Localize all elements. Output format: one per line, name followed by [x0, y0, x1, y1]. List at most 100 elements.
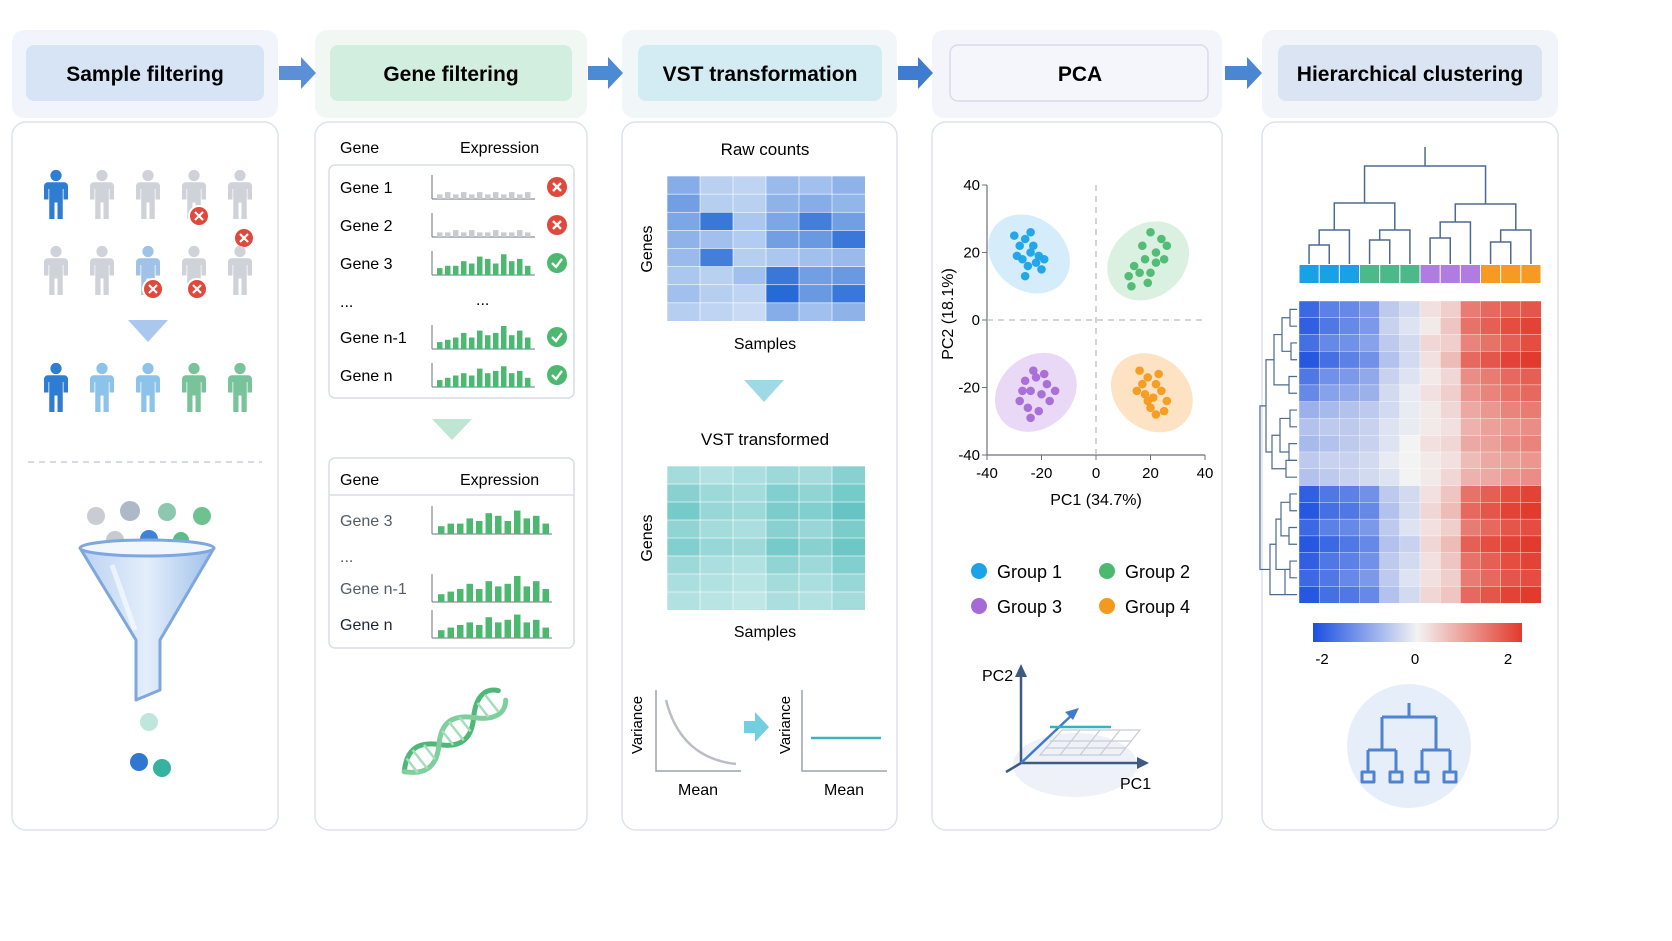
- heatmap-cell: [1379, 502, 1401, 520]
- pca-point: [1031, 258, 1041, 267]
- heatmap-cell: [765, 573, 800, 593]
- heatmap-cell: [1520, 418, 1542, 436]
- heatmap-cell: [831, 555, 866, 575]
- check-icon: [547, 365, 567, 385]
- heatmap-cell: [1500, 586, 1522, 604]
- heatmap-cell: [1480, 569, 1502, 587]
- heatmap-cell: [1460, 351, 1482, 369]
- heatmap-cell: [666, 537, 701, 557]
- heatmap-cell: [1298, 502, 1320, 520]
- expression-bar: [485, 194, 491, 199]
- expression-bar: [485, 513, 492, 534]
- heatmap-cell: [666, 519, 701, 539]
- pca-point: [1034, 406, 1044, 416]
- heatmap-cell: [1520, 485, 1542, 503]
- heatmap-cell: [666, 175, 701, 195]
- heatmap-cell: [1298, 401, 1320, 419]
- mean-variance-before: Variance Mean: [629, 690, 741, 799]
- heatmap-cell: [1318, 401, 1340, 419]
- pca-point: [1129, 261, 1139, 271]
- reject-icon: [142, 278, 164, 300]
- heatmap-cell: [666, 483, 701, 503]
- heatmap-cell: [1520, 435, 1542, 453]
- heatmap-cell: [1298, 518, 1320, 537]
- heatmap-cell: [1339, 535, 1361, 554]
- expression-bar: [495, 586, 502, 602]
- heatmap-cell: [831, 266, 866, 286]
- axis3d-pc1-label: PC1: [1120, 776, 1151, 793]
- heatmap-cell: [1359, 502, 1381, 520]
- pca-point: [1146, 403, 1155, 413]
- heatmap-cell: [765, 284, 800, 304]
- heatmap-cell: [1520, 334, 1542, 352]
- pca-point: [1026, 227, 1035, 237]
- heatmap-cell: [765, 519, 800, 539]
- expression-bar: [445, 192, 451, 199]
- heatmap-cell: [1419, 485, 1441, 503]
- expression-bar: [525, 232, 531, 237]
- heatmap-cell: [1339, 300, 1361, 319]
- heatmap-cell: [1480, 401, 1502, 419]
- heatmap-cell: [1379, 334, 1401, 352]
- heatmap-cell: [732, 555, 767, 575]
- heatmap-cell: [666, 211, 701, 231]
- heatmap-cell: [732, 302, 767, 322]
- pca-point: [1037, 265, 1046, 274]
- heatmap-cell: [1520, 317, 1542, 336]
- pca-point: [1151, 379, 1161, 389]
- heatmap-cell: [1419, 418, 1441, 436]
- expression-bar: [542, 589, 549, 602]
- heatmap-cell: [1379, 300, 1401, 319]
- pca-point: [1023, 403, 1033, 413]
- heatmap-cell: [1318, 300, 1340, 319]
- heatmap-cell: [1520, 401, 1542, 419]
- expression-bar: [542, 627, 549, 638]
- expression-bar: [504, 619, 511, 638]
- y-tick-label: 20: [963, 245, 980, 262]
- expression-bar: [525, 192, 531, 199]
- stage1-header: [26, 45, 264, 101]
- dna-icon: [401, 687, 509, 775]
- heatmap-cell: [699, 591, 734, 611]
- heatmap-cell: [831, 519, 866, 539]
- heatmap-cell: [699, 537, 734, 557]
- heatmap-cell: [1500, 300, 1522, 319]
- heatmap-cell: [1439, 351, 1461, 369]
- expression-bar: [469, 375, 475, 387]
- mean-label: Mean: [824, 782, 864, 799]
- heatmap-cell: [1339, 502, 1361, 520]
- heatmap-cell: [1520, 300, 1542, 319]
- pca-point: [1029, 241, 1038, 251]
- heatmap-cell: [1379, 552, 1401, 570]
- pca-point: [1031, 373, 1041, 382]
- reject-icon: [233, 227, 255, 249]
- heatmap-cell: [1359, 401, 1381, 419]
- heatmap-cell: [798, 193, 833, 213]
- column-annotation-cell: [1360, 265, 1380, 283]
- heatmap-cell: [1359, 485, 1381, 503]
- expression-bar: [447, 591, 454, 602]
- heatmap-cell: [1298, 300, 1320, 319]
- heatmap-cell: [1480, 300, 1502, 319]
- heatmap-cell: [1439, 451, 1461, 470]
- heatmap-cell: [1439, 552, 1461, 570]
- arrow-down-icon: [128, 320, 168, 342]
- column-annotation-cell: [1501, 265, 1521, 283]
- heatmap-cell: [1460, 451, 1482, 470]
- expression-bar: [437, 268, 443, 275]
- heatmap-cell: [1359, 586, 1381, 604]
- y-tick-label: -40: [958, 447, 980, 464]
- heatmap-cell: [1419, 535, 1441, 554]
- heatmap-cell: [798, 284, 833, 304]
- heatmap-cell: [699, 248, 734, 268]
- heatmap-cell: [1379, 518, 1401, 537]
- stage4-title: PCA: [1058, 63, 1102, 86]
- pca-point: [1162, 241, 1172, 251]
- heatmap-cell: [1399, 518, 1421, 537]
- column-annotation-cell: [1319, 265, 1339, 283]
- heatmap-cell: [1480, 418, 1502, 436]
- heatmap-cell: [1339, 586, 1361, 604]
- check-icon: [547, 327, 567, 347]
- arrow-right-icon: [744, 712, 769, 742]
- heatmap-cell: [1379, 384, 1401, 403]
